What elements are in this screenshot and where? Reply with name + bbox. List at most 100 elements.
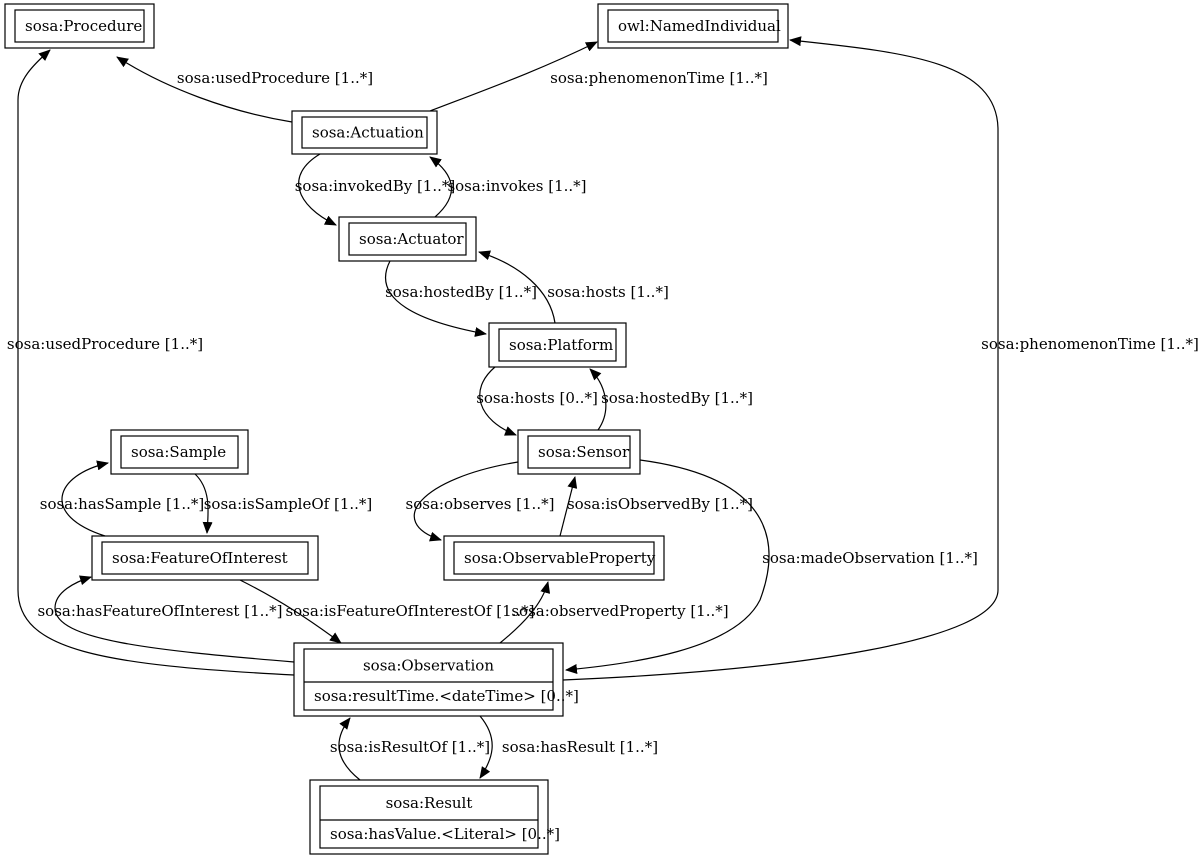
edge-sample-to-feature-of-interest: sosa:isSampleOf [1..*] — [194, 473, 372, 534]
edge-label: sosa:hostedBy [1..*] — [601, 389, 753, 407]
edge-actuation-to-procedure: sosa:usedProcedure [1..*] — [116, 56, 373, 123]
edge-observation-to-observable-property: sosa:observedProperty [1..*] — [499, 581, 729, 644]
node-outer-border — [309, 779, 549, 855]
edge-line — [239, 579, 342, 644]
edge-line — [429, 156, 452, 218]
edge-actuator-to-actuation: sosa:invokes [1..*] — [429, 156, 587, 218]
edge-label: sosa:hasSample [1..*] — [40, 495, 205, 513]
edge-actuator-to-platform: sosa:hostedBy [1..*] — [384, 260, 537, 337]
node-inner-border — [319, 785, 539, 849]
node-label: sosa:Actuator — [359, 230, 464, 248]
node-inner-border — [14, 9, 145, 43]
edge-actuation-to-named-individual: sosa:phenomenonTime [1..*] — [429, 41, 768, 112]
edge-line — [116, 56, 293, 123]
node-outer-border — [443, 535, 665, 581]
node-sensor[interactable]: sosa:Sensor — [517, 429, 641, 475]
node-outer-border — [597, 3, 789, 49]
node-label: sosa:Result — [386, 794, 473, 812]
edge-label: sosa:observedProperty [1..*] — [511, 602, 728, 620]
node-observation[interactable]: sosa:Observation sosa:resultTime.<dateTim… — [293, 642, 579, 717]
edge-label: sosa:observes [1..*] — [406, 495, 555, 513]
edge-line — [478, 250, 556, 324]
node-outer-border — [110, 429, 249, 475]
node-outer-border — [4, 3, 155, 49]
edge-observation-to-named-individual: sosa:phenomenonTime [1..*] — [562, 36, 1199, 681]
edge-line — [429, 41, 598, 112]
node-inner-border — [101, 541, 309, 575]
node-label: sosa:FeatureOfInterest — [112, 549, 288, 567]
edge-feature-of-interest-to-sample: sosa:hasSample [1..*] — [40, 460, 205, 537]
node-inner-border — [527, 435, 631, 469]
node-label: sosa:Sensor — [538, 443, 630, 461]
node-label: sosa:ObservableProperty — [464, 549, 656, 567]
node-label: sosa:Actuation — [312, 124, 424, 142]
edge-platform-to-actuator: sosa:hosts [1..*] — [478, 250, 669, 324]
node-result[interactable]: sosa:Result sosa:hasValue.<Literal> [0..*… — [309, 779, 560, 855]
node-inner-border — [498, 328, 617, 362]
edge-platform-to-sensor: sosa:hosts [0..*] — [476, 366, 598, 436]
edge-label: sosa:hosts [1..*] — [547, 283, 669, 301]
edge-line — [499, 581, 551, 644]
node-attribute: sosa:hasValue.<Literal> [0..*] — [330, 825, 560, 843]
edge-actuation-to-actuator: sosa:invokedBy [1..*] — [295, 153, 456, 226]
edge-observation-to-result: sosa:hasResult [1..*] — [479, 715, 658, 779]
edge-line — [194, 473, 213, 534]
node-outer-border — [488, 322, 627, 368]
edge-sensor-to-platform: sosa:hostedBy [1..*] — [589, 368, 753, 431]
edge-label: sosa:isObservedBy [1..*] — [567, 495, 753, 513]
node-attribute: sosa:resultTime.<dateTime> [0..*] — [314, 687, 579, 705]
edge-label: sosa:invokedBy [1..*] — [295, 177, 456, 195]
node-label: sosa:Sample — [131, 443, 226, 461]
edge-label: sosa:invokes [1..*] — [447, 177, 586, 195]
node-outer-border — [91, 535, 319, 581]
edge-label: sosa:hasResult [1..*] — [502, 738, 658, 756]
node-label: owl:NamedIndividual — [618, 17, 781, 35]
edges: sosa:usedProcedure [1..*] sosa:phenomenon… — [7, 36, 1199, 781]
edge-line — [559, 476, 578, 537]
edge-label: sosa:phenomenonTime [1..*] — [981, 335, 1199, 353]
node-inner-border — [453, 541, 655, 575]
node-label: sosa:Observation — [363, 657, 494, 675]
edge-observable-property-to-sensor: sosa:isObservedBy [1..*] — [559, 476, 753, 537]
edge-observation-to-feature-of-interest: sosa:hasFeatureOfInterest [1..*] — [37, 575, 295, 663]
edge-label: sosa:hostedBy [1..*] — [385, 283, 537, 301]
edge-line — [562, 36, 999, 681]
edge-label: sosa:phenomenonTime [1..*] — [550, 69, 768, 87]
edge-line — [589, 368, 607, 431]
edge-result-to-observation: sosa:isResultOf [1..*] — [330, 717, 490, 781]
edge-line — [338, 717, 361, 781]
edge-line — [479, 366, 517, 436]
node-outer-border — [293, 642, 564, 717]
node-label: sosa:Platform — [509, 336, 613, 354]
node-observable-property[interactable]: sosa:ObservableProperty — [443, 535, 665, 581]
node-actuator[interactable]: sosa:Actuator — [338, 216, 477, 262]
node-inner-border — [348, 222, 467, 256]
edge-label: sosa:usedProcedure [1..*] — [177, 69, 373, 87]
edge-label: sosa:usedProcedure [1..*] — [7, 335, 203, 353]
edge-label: sosa:isFeatureOfInterestOf [1..*] — [285, 602, 534, 620]
edge-label: sosa:hasFeatureOfInterest [1..*] — [37, 602, 282, 620]
node-inner-border — [120, 435, 239, 469]
edge-observation-to-procedure: sosa:usedProcedure [1..*] — [7, 49, 295, 676]
edge-feature-of-interest-to-observation: sosa:isFeatureOfInterestOf [1..*] — [239, 579, 535, 644]
edge-line — [17, 49, 295, 676]
node-platform[interactable]: sosa:Platform — [488, 322, 627, 368]
node-feature-of-interest[interactable]: sosa:FeatureOfInterest — [91, 535, 319, 581]
node-inner-border — [303, 648, 554, 711]
edge-label: sosa:madeObservation [1..*] — [762, 549, 978, 567]
node-named-individual[interactable]: owl:NamedIndividual — [597, 3, 789, 49]
edge-line — [565, 459, 770, 674]
node-procedure[interactable]: sosa:Procedure — [4, 3, 155, 49]
node-label: sosa:Procedure — [25, 17, 142, 35]
edge-line — [54, 575, 295, 663]
edge-label: sosa:isResultOf [1..*] — [330, 738, 490, 756]
node-actuation[interactable]: sosa:Actuation — [291, 110, 438, 155]
node-inner-border — [301, 116, 428, 149]
node-sample[interactable]: sosa:Sample — [110, 429, 249, 475]
node-inner-border — [607, 9, 779, 43]
node-outer-border — [517, 429, 641, 475]
node-outer-border — [338, 216, 477, 262]
nodes: sosa:Procedure owl:NamedIndividual sosa:Ac… — [4, 3, 789, 855]
edge-line — [298, 153, 337, 226]
